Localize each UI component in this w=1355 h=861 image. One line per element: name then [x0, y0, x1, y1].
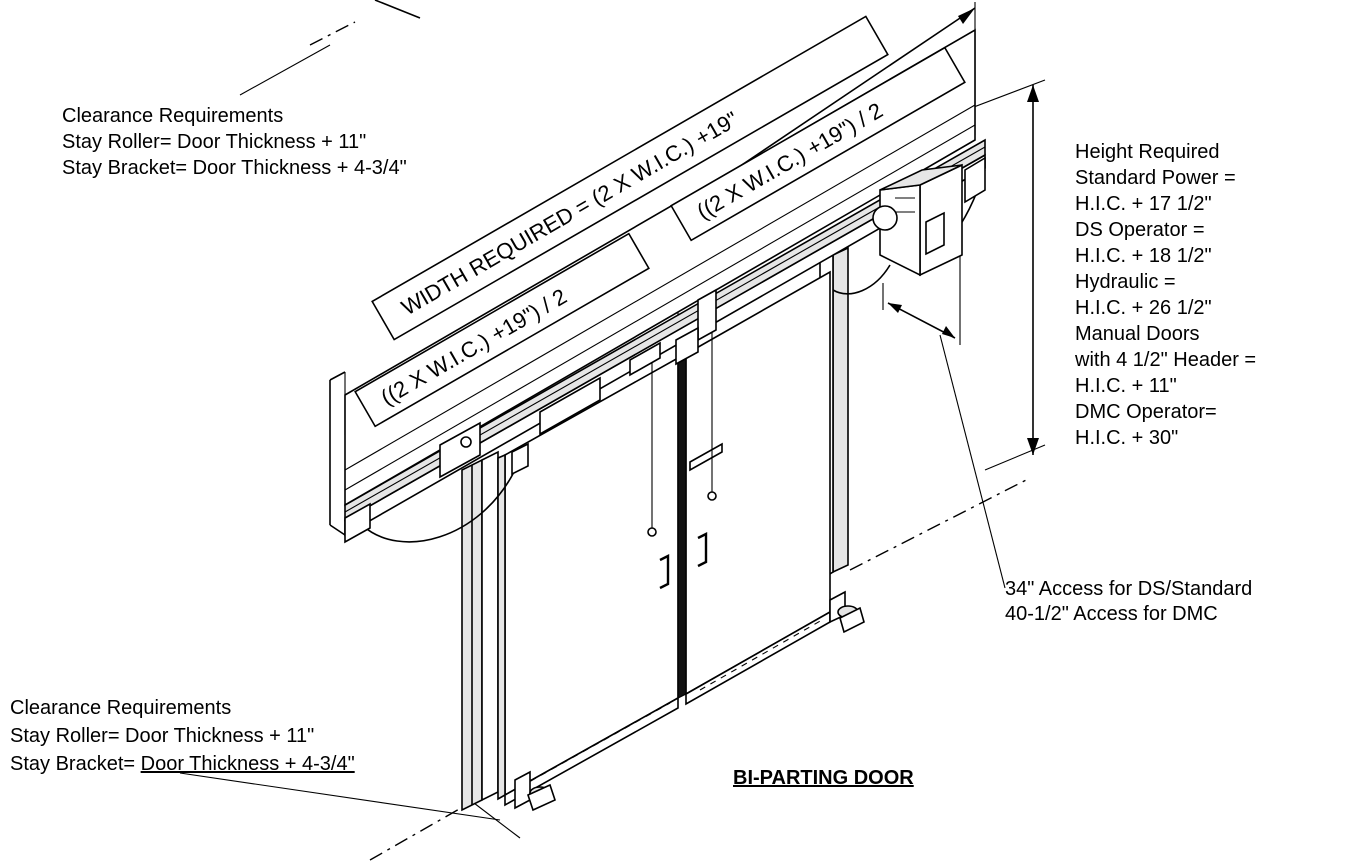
height-required-line: Hydraulic = — [1075, 271, 1176, 293]
access-line2: 40-1/2" Access for DMC — [1005, 603, 1218, 625]
bottom-clearance-line2-underlined: Door Thickness + 4-3/4" — [141, 753, 355, 775]
height-required-line: Standard Power = — [1075, 167, 1236, 189]
top-clearance-note: Clearance Requirements Stay Roller= Door… — [62, 105, 407, 179]
floor-guides — [514, 590, 865, 812]
bottom-clearance-line2-prefix: Stay Bracket= — [10, 753, 141, 775]
bottom-clearance-heading: Clearance Requirements — [10, 697, 231, 719]
height-required-line: H.I.C. + 11" — [1075, 375, 1177, 397]
operator-box — [872, 163, 963, 277]
height-required-line: H.I.C. + 26 1/2" — [1075, 297, 1212, 319]
diagram-title: BI-PARTING DOOR — [733, 767, 914, 789]
bottom-clearance-note: Clearance Requirements Stay Roller= Door… — [10, 697, 355, 775]
bottom-clearance-line1: Stay Roller= Door Thickness + 11" — [10, 725, 314, 747]
height-required-line: H.I.C. + 30" — [1075, 427, 1178, 449]
door-handles — [659, 532, 708, 590]
height-required-line: with 4 1/2" Header = — [1074, 349, 1256, 371]
access-note: 34" Access for DS/Standard 40-1/2" Acces… — [1005, 578, 1252, 625]
height-required-line: Height Required — [1075, 141, 1220, 163]
height-required-line: DMC Operator= — [1075, 401, 1217, 423]
height-required-line: H.I.C. + 17 1/2" — [1075, 193, 1212, 215]
height-required-line: Manual Doors — [1075, 323, 1200, 345]
height-required-line: H.I.C. + 18 1/2" — [1075, 245, 1212, 267]
top-clearance-line1: Stay Roller= Door Thickness + 11" — [62, 131, 366, 153]
left-door-panel — [497, 356, 679, 807]
bottom-clearance-line2: Stay Bracket= Door Thickness + 4-3/4" — [10, 753, 355, 775]
height-required-line: DS Operator = — [1075, 219, 1205, 241]
top-clearance-line2: Stay Bracket= Door Thickness + 4-3/4" — [62, 157, 407, 179]
pull-cords — [647, 318, 717, 537]
height-dimension — [1027, 85, 1039, 455]
top-clearance-heading: Clearance Requirements — [62, 105, 283, 127]
hangers — [344, 156, 986, 544]
access-line1: 34" Access for DS/Standard — [1005, 578, 1252, 600]
